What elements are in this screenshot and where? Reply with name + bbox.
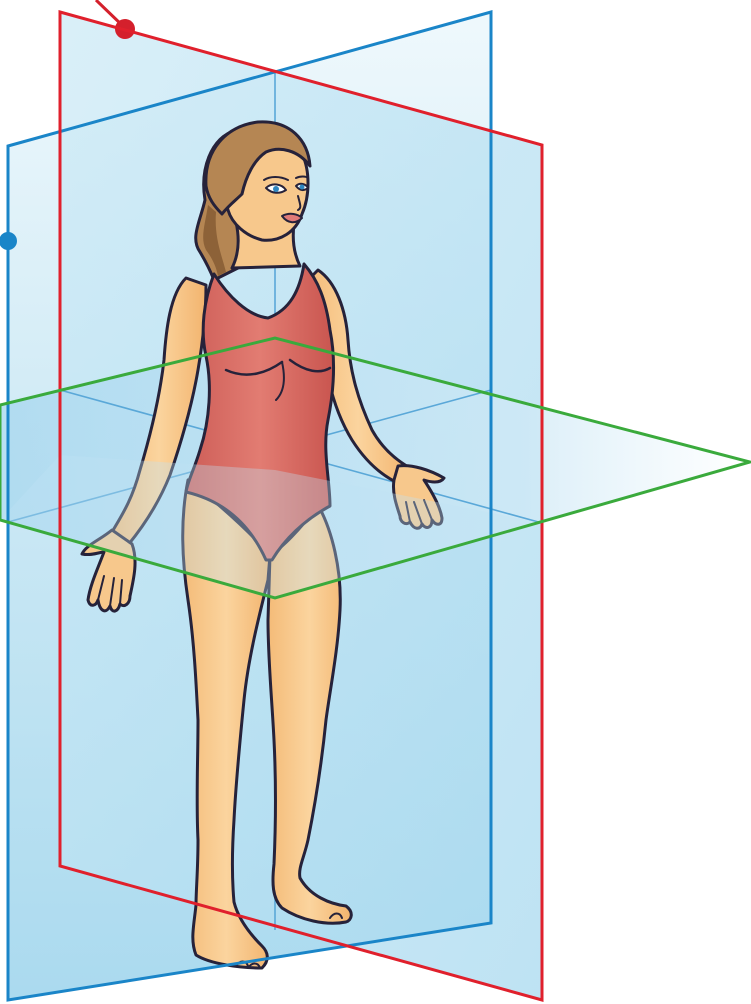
body-planes-figure [0,0,751,1004]
body-planes-diagram [0,0,751,1004]
